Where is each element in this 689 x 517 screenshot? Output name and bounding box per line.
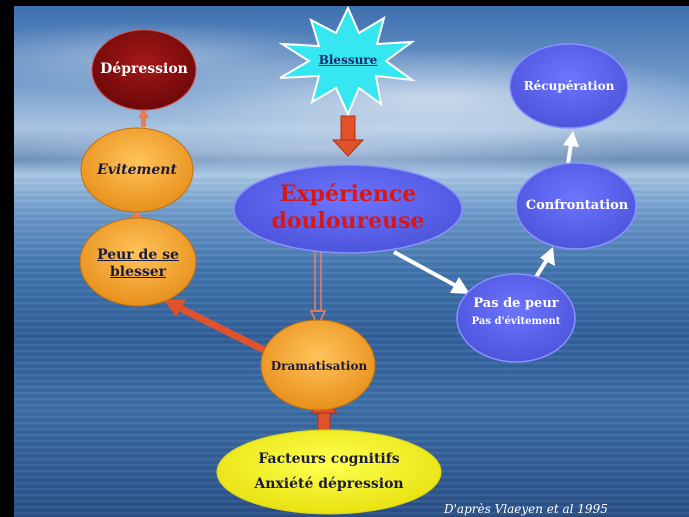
facteurs-label-line1: Facteurs cognitifs xyxy=(258,450,400,467)
evitement-label: Evitement xyxy=(97,162,177,179)
experience-label: Expérience douloureuse xyxy=(244,178,452,238)
slide-background: Blessure Dépression Evitement Peur de se… xyxy=(14,6,689,517)
depression-label: Dépression xyxy=(100,61,188,78)
facteurs-label: Facteurs cognitifs Anxiété dépression xyxy=(224,442,434,502)
arrow-confrontation-to-recuperation xyxy=(563,131,579,165)
peur-label: Peur de se blesser xyxy=(80,242,196,286)
dramatisation-label: Dramatisation xyxy=(270,358,368,373)
recuperation-label: Récupération xyxy=(523,78,615,93)
dramatisation-node xyxy=(260,319,376,411)
peur-node xyxy=(79,217,197,307)
peur-label-line2: blesser xyxy=(109,264,167,280)
experience-label-line2: douloureuse xyxy=(271,208,425,234)
arrow-dramatisation-to-peur xyxy=(164,299,278,360)
recuperation-node xyxy=(509,43,629,129)
diagram-canvas xyxy=(79,6,637,515)
confrontation-label: Confrontation xyxy=(525,197,629,213)
pas-evitement-text: Pas d'évitement xyxy=(471,315,561,327)
pas-de-peur-label: Pas de peur Pas d'évitement xyxy=(460,290,572,334)
evitement-node xyxy=(80,127,194,213)
arrow-blessure-to-experience xyxy=(331,115,365,157)
peur-label-line1: Peur de se xyxy=(97,246,179,263)
facteurs-node xyxy=(216,429,442,515)
pas-de-peur-text: Pas de peur xyxy=(473,295,559,311)
facteurs-label-line2: Anxiété dépression xyxy=(254,476,404,492)
blessure-label: Blessure xyxy=(318,52,378,67)
source-credit: D'après Vlaeyen et al 1995 xyxy=(444,502,608,516)
depression-node xyxy=(91,29,197,111)
blessure-starburst xyxy=(278,6,416,117)
experience-label-line1: Expérience xyxy=(279,180,417,207)
arrow-experience-to-pas-de-peur xyxy=(393,250,470,294)
arrow-pas-de-peur-to-confrontation xyxy=(534,247,555,279)
experience-node xyxy=(233,164,463,254)
arrow-evitement-to-depression xyxy=(138,108,149,127)
arrow-experience-to-dramatisation xyxy=(309,248,327,328)
pas-de-peur-node xyxy=(456,273,576,363)
confrontation-node xyxy=(515,162,637,250)
